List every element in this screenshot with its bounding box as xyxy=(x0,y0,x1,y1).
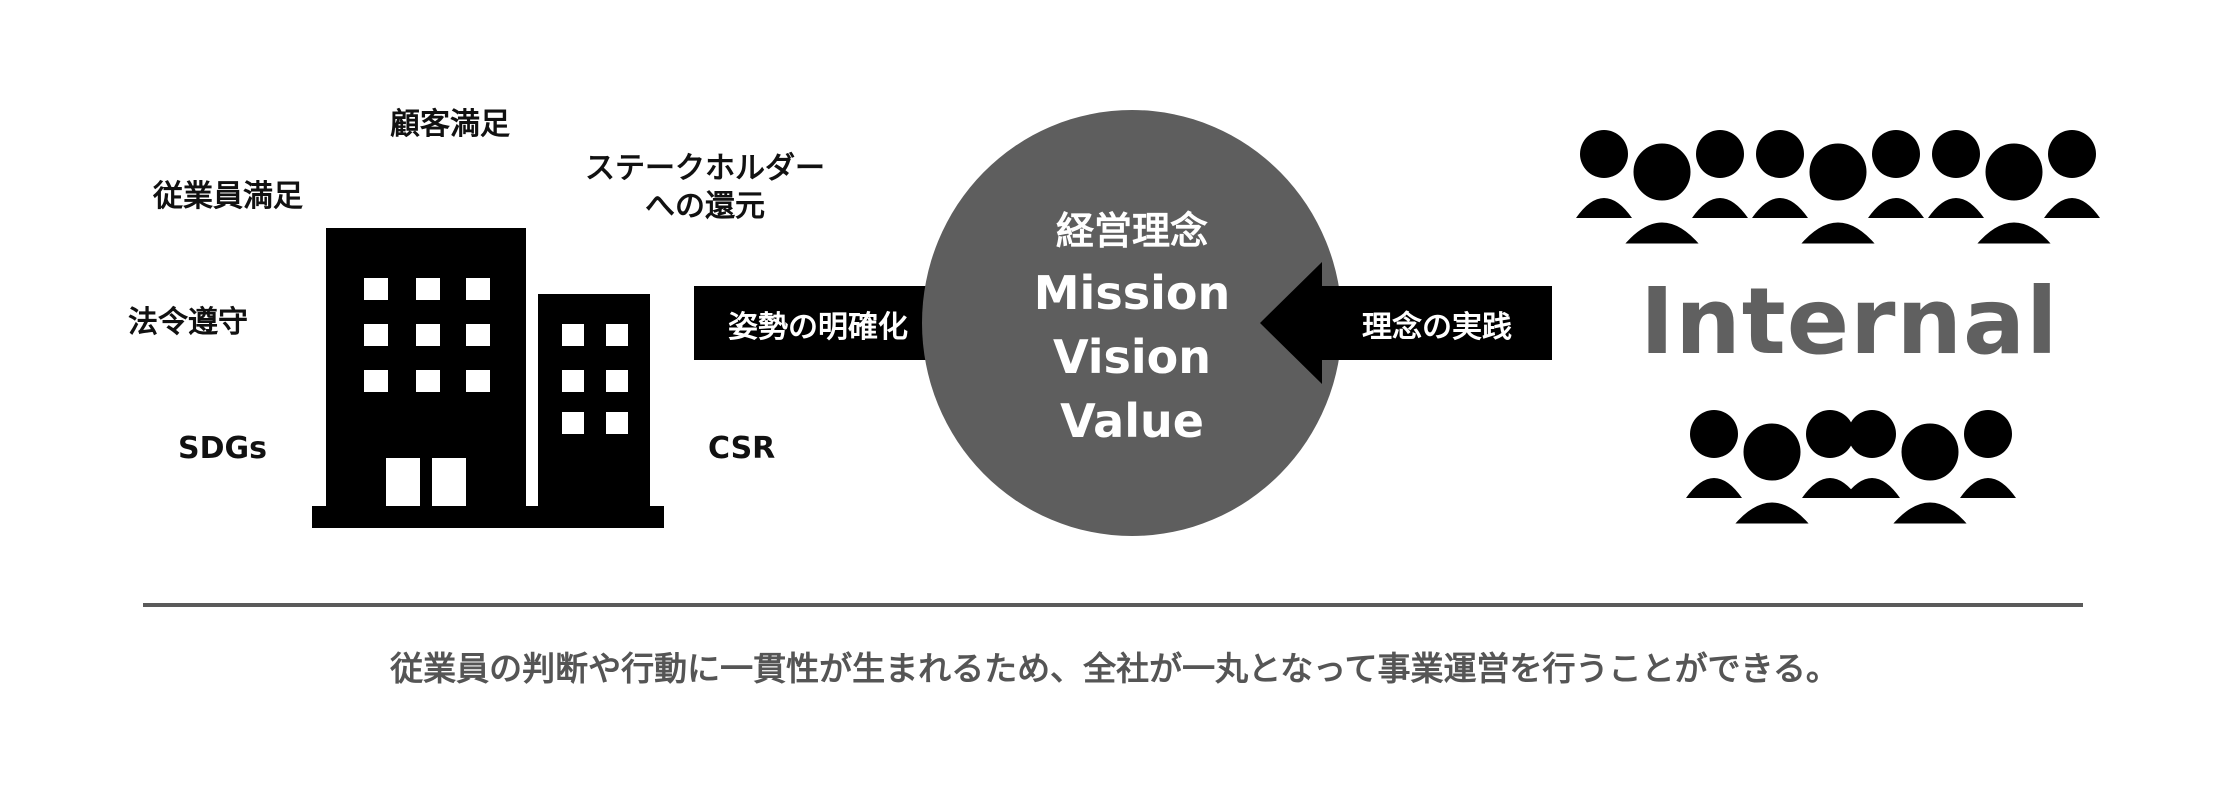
right-arrow xyxy=(1260,262,1552,384)
right-arrow-label: 理念の実践 xyxy=(1362,310,1512,345)
internal-label: Internal xyxy=(1640,268,2059,375)
footer-text: 従業員の判断や行動に一貫性が生まれるため、全社が一丸となって事業運営を行うことが… xyxy=(390,649,1839,688)
label-compliance: 法令遵守 xyxy=(128,305,248,340)
circle-value: Value xyxy=(1060,394,1204,448)
label-sdgs: SDGs xyxy=(178,431,267,466)
circle-vision: Vision xyxy=(1052,330,1212,384)
label-stakeholder-return: ステークホルダー への還元 xyxy=(575,150,835,225)
people-group-icon-bottom xyxy=(1686,406,2026,526)
label-stakeholder-return-line2: への還元 xyxy=(645,188,765,224)
circle-title: 経営理念 xyxy=(1055,209,1208,253)
label-employee-satisfaction: 従業員満足 xyxy=(153,179,303,214)
circle-mission: Mission xyxy=(1033,266,1231,320)
left-arrow-label: 姿勢の明確化 xyxy=(728,310,908,345)
label-customer-satisfaction: 顧客満足 xyxy=(390,107,510,142)
building-icon xyxy=(312,228,664,528)
people-group-icon xyxy=(1576,126,2106,246)
label-stakeholder-return-line1: ステークホルダー xyxy=(585,151,825,186)
divider xyxy=(143,603,2083,607)
label-csr: CSR xyxy=(708,431,776,466)
